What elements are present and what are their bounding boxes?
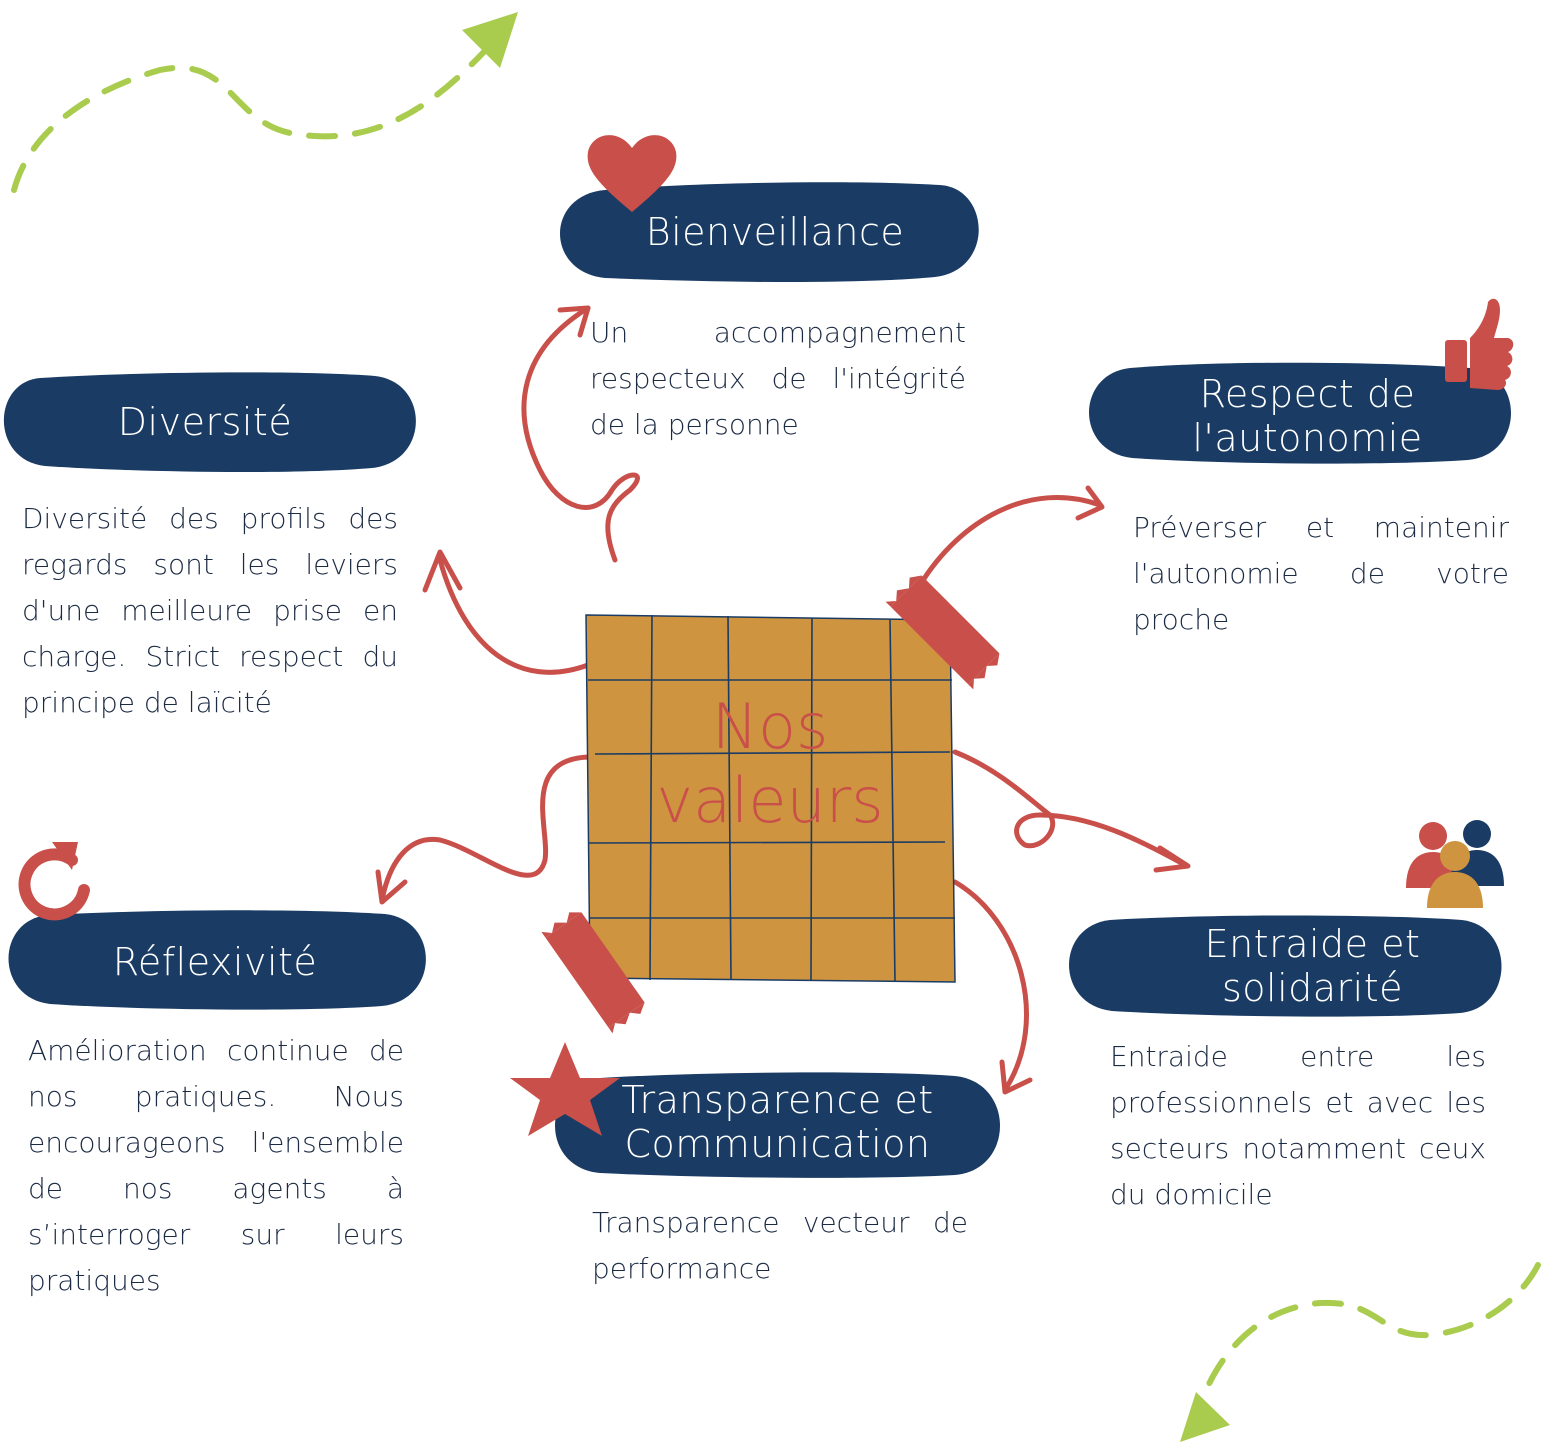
tape-top-right: [885, 575, 1000, 690]
center-board: [585, 614, 956, 983]
people-group-icon: [1406, 820, 1504, 908]
dashed-arrow-bottom-right: [1180, 1262, 1541, 1442]
pill-entraide: [1068, 915, 1502, 1017]
star-icon: [510, 1042, 620, 1136]
arrow-to-transparence: [952, 879, 1029, 1093]
arrow-to-entraide: [952, 749, 1188, 868]
connector-arrows: [375, 305, 1191, 1095]
label-bienveillance: Bienveillance: [645, 210, 905, 254]
heart-icon: [587, 135, 677, 212]
thumbs-up-icon: [1445, 298, 1514, 390]
label-diversite: Diversité: [117, 400, 293, 444]
label-autonomie: Respect de l'autonomie: [1192, 372, 1423, 460]
refresh-icon: [18, 842, 90, 921]
dashed-arrow-top-left: [11, 12, 518, 193]
arrow-to-bienveillance: [521, 305, 640, 563]
pill-transparence: [555, 1072, 1000, 1178]
arrow-to-autonomie: [917, 495, 1103, 588]
pill-diversite: [3, 372, 416, 473]
desc-entraide: Entraide entre les professionnels et ave…: [1110, 1040, 1486, 1211]
desc-bienveillance: Un accompagnement respecteux de l'intégr…: [590, 316, 966, 441]
pill-autonomie: [1088, 362, 1512, 464]
label-entraide: Entraide et solidarité: [1204, 922, 1421, 1010]
desc-autonomie: Préverser et maintenir l'autonomie de vo…: [1133, 511, 1509, 636]
desc-transparence: Transparence vecteur de performance: [592, 1206, 968, 1285]
arrow-to-reflexivite: [379, 754, 591, 903]
label-reflexivite: Réflexivité: [112, 940, 318, 984]
center-title: Nos valeurs: [656, 690, 884, 837]
tape-bottom-left: [541, 912, 645, 1034]
desc-reflexivite: Amélioration continue de nos pratiques. …: [28, 1034, 404, 1297]
pill-reflexivite: [8, 910, 426, 1010]
arrow-to-diversite: [437, 557, 591, 675]
pill-bienveillance: [560, 182, 979, 283]
desc-diversite: Diversité des profils des regards sont l…: [22, 502, 398, 719]
label-transparence: Transparence et Communication: [621, 1078, 934, 1166]
